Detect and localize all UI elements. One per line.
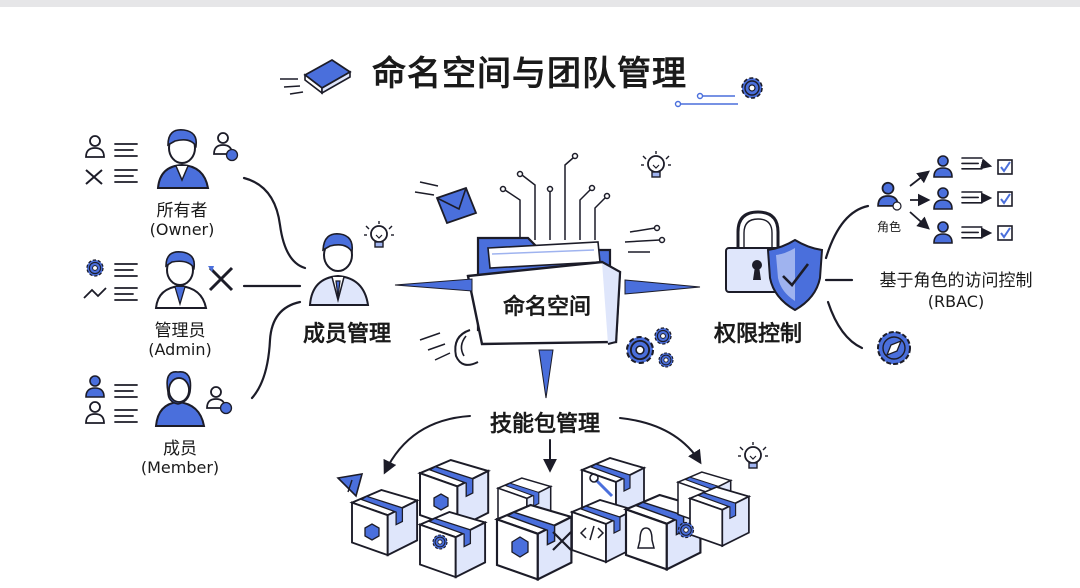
- role-user-icon: [877, 181, 902, 211]
- namespace-folder-icon: [466, 236, 622, 346]
- package-arrows: [383, 415, 702, 475]
- speed-lines: [414, 181, 666, 361]
- permission-control-label: 权限控制: [713, 322, 802, 347]
- box-symbols: [364, 473, 695, 558]
- page-title: 命名空间与团队管理: [372, 54, 687, 94]
- packages-bulb-icon: [737, 441, 769, 469]
- permission-curves: [824, 204, 870, 350]
- member-management-label: 成员管理: [302, 322, 391, 347]
- role-admin-en: (Admin): [148, 340, 212, 359]
- role-owner-en: (Owner): [149, 220, 215, 239]
- rbac-cn-label: 基于角色的访问控制: [879, 271, 1033, 291]
- role-permission-rows: [933, 155, 1013, 244]
- admin-avatar: [154, 250, 208, 309]
- skill-package-boxes: [351, 457, 750, 581]
- title-gear-icon: [674, 77, 763, 108]
- top-bar: [0, 0, 1080, 7]
- role-label: 角色: [876, 220, 901, 234]
- skill-package-label: 技能包管理: [489, 412, 600, 437]
- owner-side-icons: [85, 132, 239, 185]
- member-avatar: [154, 371, 206, 427]
- role-member-cn: 成员: [163, 439, 197, 459]
- role-arrows: [909, 170, 931, 230]
- compass-icon: [877, 331, 911, 365]
- headset-icon: [454, 329, 479, 366]
- role-member-en: (Member): [140, 458, 220, 477]
- role-owner-cn: 所有者: [156, 201, 208, 221]
- envelope-icon: [435, 186, 478, 225]
- connector-spikes: [394, 278, 701, 399]
- rbac-en-label: (RBAC): [927, 292, 985, 311]
- center-bulb-icon: [640, 150, 672, 178]
- member-bulb-icon: [363, 220, 395, 248]
- circuit-lines: [499, 152, 611, 240]
- admin-side-icons: [83, 259, 234, 301]
- book-icon: [280, 58, 352, 95]
- owner-avatar: [156, 128, 210, 189]
- member-manager-avatar: [308, 233, 370, 306]
- member-side-icons: [85, 375, 233, 424]
- gears-icon: [625, 327, 674, 368]
- paper-plane-icon: [336, 473, 364, 498]
- namespace-label: 命名空间: [502, 295, 591, 320]
- shield-check-icon: [766, 238, 824, 312]
- role-admin-cn: 管理员: [154, 321, 206, 341]
- member-curves: [242, 176, 307, 400]
